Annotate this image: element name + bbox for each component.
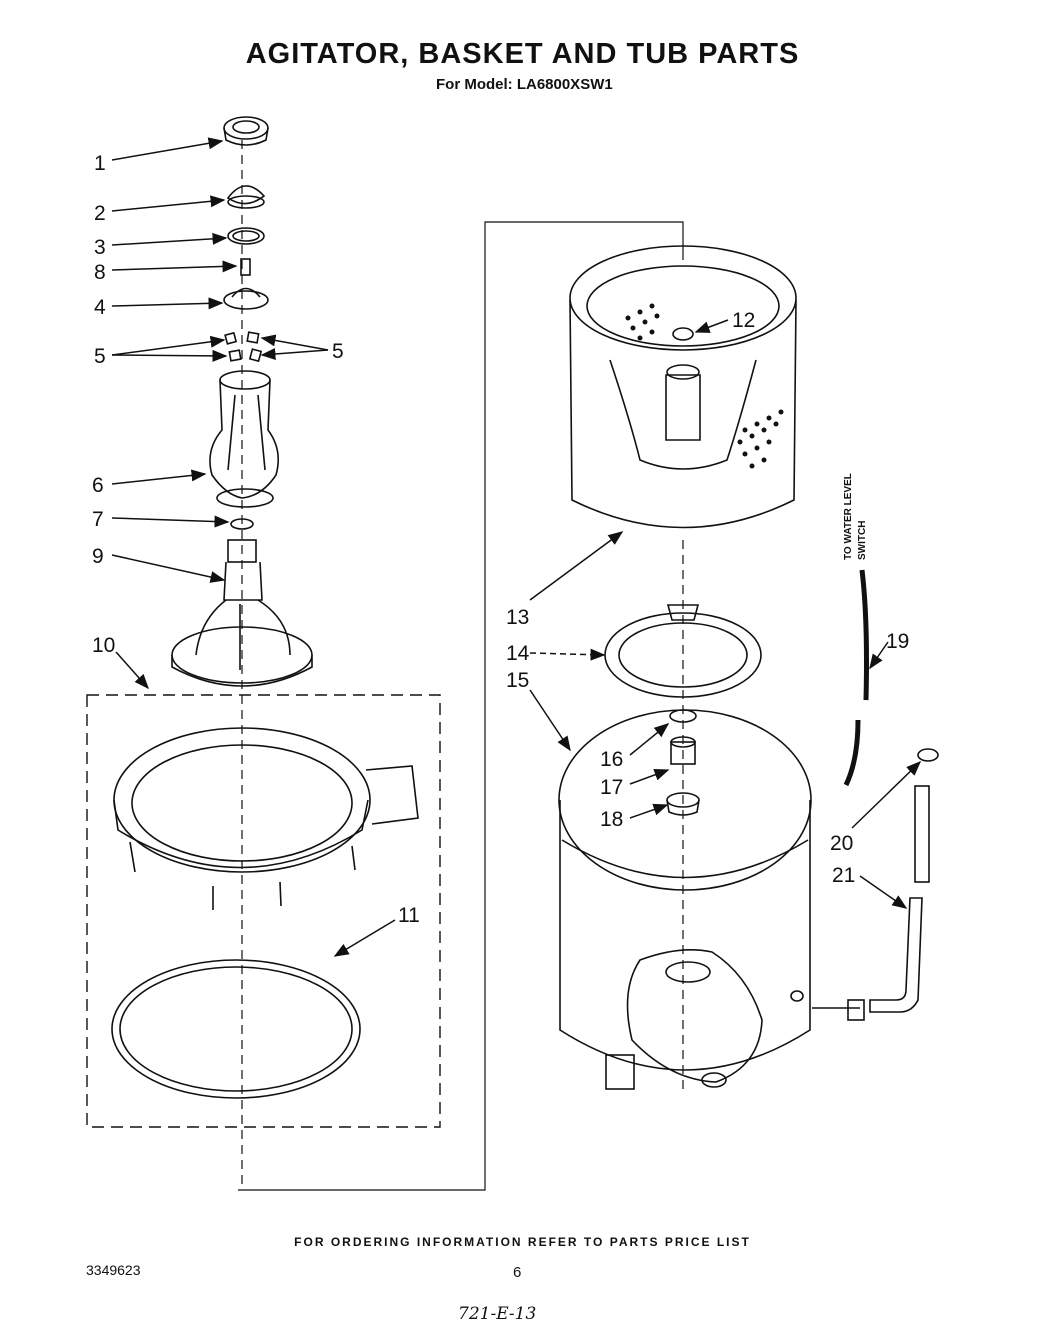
document-number: 3349623 — [86, 1262, 141, 1278]
callout-1: 1 — [94, 152, 106, 175]
callout-2: 2 — [94, 202, 106, 225]
tub-ring-part — [113, 727, 419, 910]
seal-ring-part — [227, 227, 265, 245]
callout-8: 8 — [94, 261, 106, 284]
outer-tub-part — [558, 709, 812, 1090]
callout-5-right: 5 — [332, 340, 344, 363]
tub-gasket-part — [111, 959, 361, 1099]
callout-17: 17 — [600, 776, 623, 799]
callout-3: 3 — [94, 236, 106, 259]
seal-part — [670, 736, 696, 765]
agitator-cap-part — [223, 116, 269, 146]
small-bolt-part — [240, 258, 251, 276]
cap-cover-part — [226, 185, 266, 209]
water-level-hose-part — [843, 569, 869, 787]
page-title: AGITATOR, BASKET AND TUB PARTS — [245, 38, 800, 70]
callout-5-left: 5 — [94, 345, 106, 368]
callout-19: 19 — [886, 630, 909, 653]
handwritten-note: 721-E-13 — [458, 1304, 537, 1324]
callout-10: 10 — [92, 634, 115, 657]
agitator-body-part — [209, 370, 279, 508]
model-subtitle: For Model: LA6800XSW1 — [436, 76, 613, 93]
bearing-part — [666, 792, 700, 816]
callout-11: 11 — [398, 904, 420, 927]
callout-16: 16 — [600, 748, 623, 771]
ordering-info-footer: FOR ORDERING INFORMATION REFER TO PARTS … — [294, 1235, 751, 1249]
callout-12: 12 — [732, 309, 755, 332]
callout-20: 20 — [830, 832, 853, 855]
agitator-cam-part — [223, 287, 269, 310]
page-number: 6 — [513, 1264, 522, 1281]
callout-13: 13 — [506, 606, 529, 629]
callout-4: 4 — [94, 296, 106, 319]
callout-15: 15 — [506, 669, 529, 692]
hose-clamp-part — [917, 748, 939, 762]
agitator-dogs-part — [224, 331, 263, 363]
callout-9: 9 — [92, 545, 104, 568]
callout-21: 21 — [832, 864, 855, 887]
callout-18: 18 — [600, 808, 623, 831]
callout-6: 6 — [92, 474, 104, 497]
callout-14: 14 — [506, 642, 530, 665]
drain-hose-part — [812, 785, 930, 1021]
callout-7: 7 — [92, 508, 104, 531]
wash-basket-part — [569, 245, 797, 529]
washer-part — [230, 518, 254, 530]
